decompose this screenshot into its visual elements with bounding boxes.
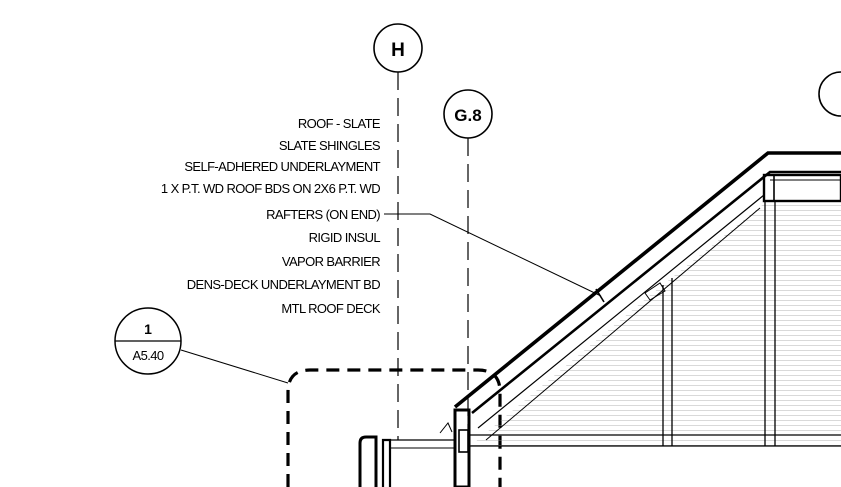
blocking <box>644 282 666 301</box>
grid-bubble-g8-label: G.8 <box>454 106 481 125</box>
grid-bubble-partial <box>818 71 841 117</box>
grid-line-h: H <box>373 23 423 440</box>
note-line: MTL ROOF DECK <box>281 301 381 316</box>
roof-hatch-area <box>470 205 841 446</box>
parapet-wall <box>358 435 378 487</box>
grid-line-g8: G.8 <box>443 89 493 430</box>
roof-assembly <box>453 151 841 447</box>
detail-callout: 1 A5.40 <box>114 307 289 384</box>
wall-plate <box>453 408 471 487</box>
roof-assembly-notes: ROOF - SLATE SLATE SHINGLES SELF-ADHERED… <box>161 116 382 316</box>
note-line: DENS-DECK UNDERLAYMENT BD <box>187 277 380 292</box>
grid-bubble-h-label: H <box>391 40 405 61</box>
note-leader-line <box>384 213 602 297</box>
eave-drip <box>439 422 453 434</box>
wall-plate-inner <box>458 429 469 453</box>
roof-top-line <box>453 151 841 409</box>
parapet-wall <box>381 438 392 487</box>
detail-callout-leader <box>180 349 289 384</box>
eave-wall-detail <box>358 408 471 487</box>
note-line: 1 X P.T. WD ROOF BDS ON 2X6 P.T. WD <box>161 181 380 196</box>
ridge-member <box>762 173 841 203</box>
detail-callout-number: 1 <box>144 321 152 337</box>
roof-deck-line <box>477 194 765 429</box>
note-line: RIGID INSUL <box>309 230 381 245</box>
note-line: ROOF - SLATE <box>298 116 381 131</box>
detail-enclosure-dashed <box>286 368 502 487</box>
note-line: SLATE SHINGLES <box>279 138 381 153</box>
note-line: SELF-ADHERED UNDERLAYMENT <box>184 159 380 174</box>
roof-underside-line <box>485 207 761 441</box>
roof-second-line <box>471 170 841 415</box>
note-line: RAFTERS (ON END) <box>266 207 380 222</box>
detail-callout-sheet: A5.40 <box>133 348 164 363</box>
note-line: VAPOR BARRIER <box>282 254 380 269</box>
